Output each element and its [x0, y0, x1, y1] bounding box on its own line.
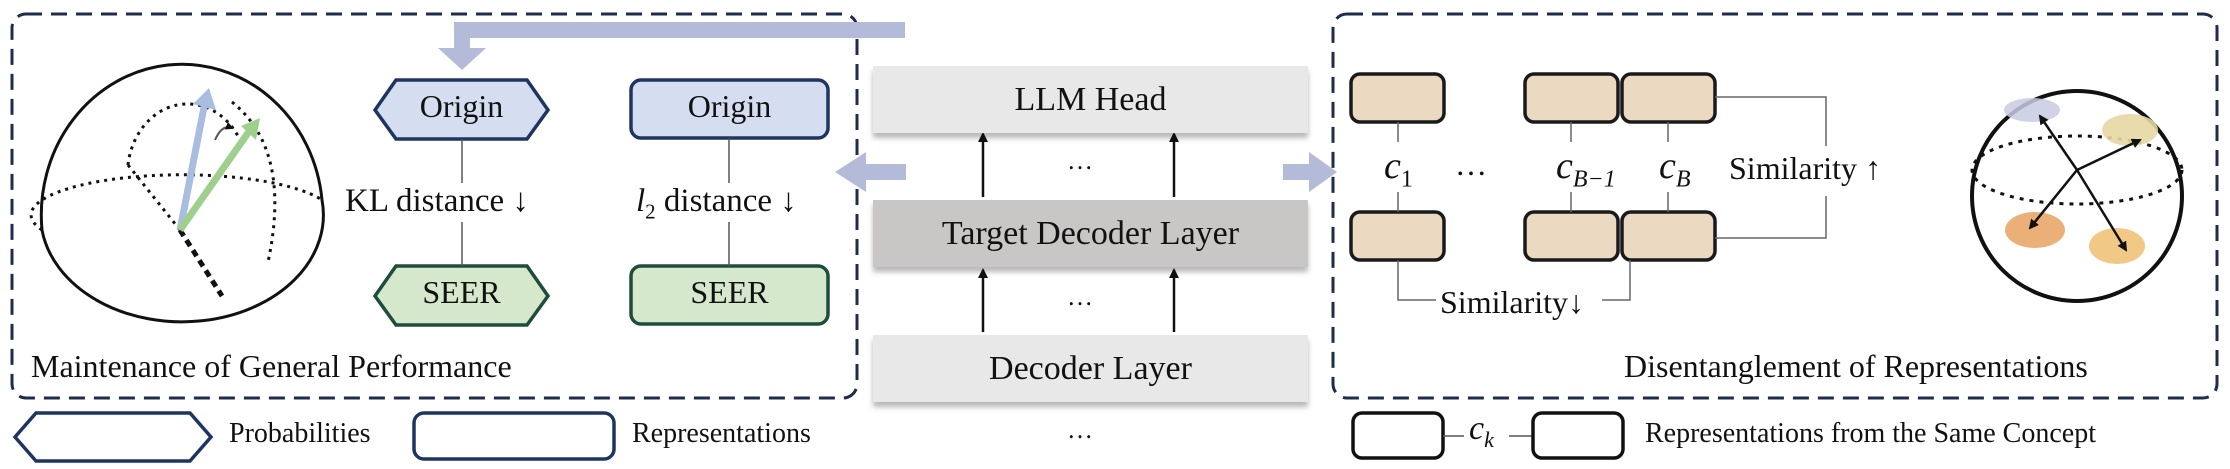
origin-hexagon-label: Origin [419, 88, 504, 124]
seer-hexagon [372, 264, 551, 327]
feedback-arrow [438, 22, 905, 70]
legend-concept-box-2 [1531, 411, 1625, 460]
l2-distance-label: l2 distance ↓ [636, 183, 797, 224]
c1-label: c1 [1384, 145, 1413, 193]
c-dots: … [1455, 146, 1487, 182]
kl-distance-label: KL distance ↓ [345, 183, 529, 219]
similarity-up-label: Similarity ↑ [1729, 150, 1881, 186]
legend-concept-box-1 [1351, 411, 1445, 460]
embedding-sphere-icon [1970, 89, 2184, 303]
right-arrow [1283, 152, 1337, 192]
seer-rect-label: SEER [690, 274, 769, 310]
legend-representations: Representations [632, 418, 811, 449]
left-panel-border [10, 12, 859, 400]
ellipsis-upper: … [1067, 146, 1093, 175]
llm-head-layer: LLM Head [873, 66, 1308, 133]
legend-probabilities: Probabilities [229, 418, 371, 449]
origin-rect-label: Origin [687, 88, 772, 124]
left-panel-caption: Maintenance of General Performance [31, 348, 512, 384]
legend-same-concept: Representations from the Same Concept [1645, 418, 2096, 449]
decoder-layer: Decoder Layer [873, 335, 1308, 402]
cb1-label: cB−1 [1556, 145, 1616, 193]
legend-hexagon [12, 411, 214, 463]
cb-label: cB [1659, 145, 1691, 193]
ellipsis-middle: … [1067, 282, 1093, 311]
legend-rect [412, 411, 616, 461]
left-arrow [835, 152, 906, 192]
concept-boxes [1349, 72, 1717, 262]
hemisphere-icon [29, 62, 325, 324]
concept-connectors [1397, 96, 1827, 301]
origin-hexagon [372, 78, 551, 141]
right-panel-border [1331, 12, 2219, 400]
seer-hexagon-label: SEER [422, 274, 501, 310]
target-decoder-layer: Target Decoder Layer [873, 200, 1308, 267]
ellipsis-lower: … [1067, 415, 1093, 444]
right-panel-caption: Disentanglement of Representations [1624, 348, 2088, 384]
similarity-down-label: Similarity↓ [1440, 284, 1584, 320]
legend-ck: ck [1469, 410, 1494, 452]
